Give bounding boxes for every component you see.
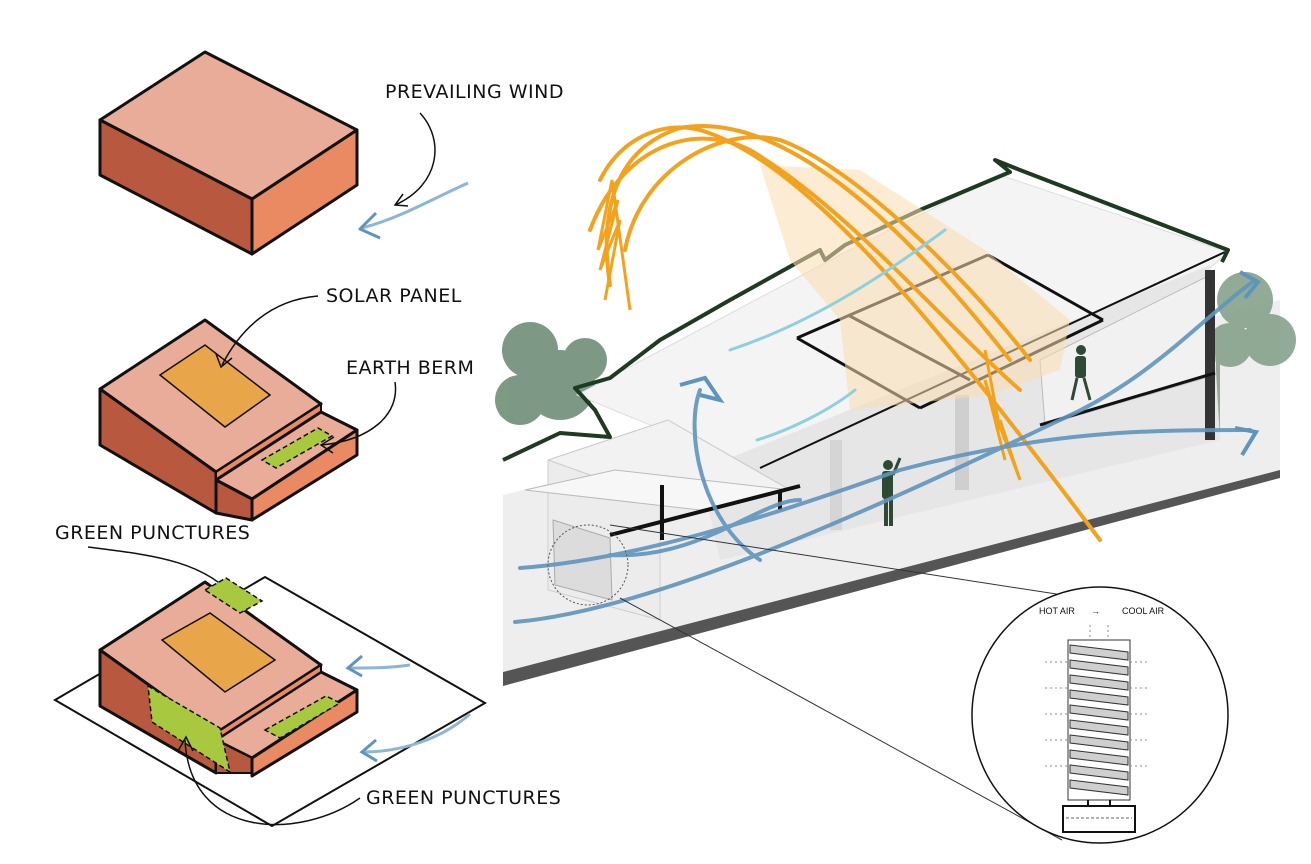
wind-arrow-1-head xyxy=(358,211,381,240)
wind-flow-lines xyxy=(513,278,1257,624)
callout-leader-2 xyxy=(619,597,1063,841)
solar-panel-pointer xyxy=(221,295,319,366)
solar-panel-label: SOLAR PANEL xyxy=(326,285,462,307)
callout-leader-1 xyxy=(609,524,1083,599)
column-1 xyxy=(830,440,842,530)
massing-step-3-full xyxy=(53,575,488,828)
column-2 xyxy=(955,395,969,490)
tree-right xyxy=(1208,272,1296,430)
prevailing-wind-label: PREVAILING WIND xyxy=(385,81,564,103)
wind-flow-head-right-upper xyxy=(1239,270,1262,300)
wind-arrow-2-head xyxy=(345,654,363,678)
earth-berm-label: EARTH BERM xyxy=(346,357,474,379)
water-tank xyxy=(1062,805,1136,833)
green-punctures-bottom-pointer xyxy=(184,739,361,826)
sun-path-arcs xyxy=(588,124,1102,542)
berm-green-rect-3 xyxy=(263,695,342,739)
person-ground-floor xyxy=(882,457,902,526)
cool-air-label: COOL AIR xyxy=(1122,606,1165,616)
front-canopy-edge xyxy=(609,484,801,537)
column-3 xyxy=(1205,270,1215,440)
louver-stack xyxy=(1067,639,1131,801)
wall-green-puncture xyxy=(147,684,232,774)
wind-flow-light xyxy=(728,228,947,442)
wind-flow-head-right-lower xyxy=(1234,426,1260,457)
box1-right-face xyxy=(250,128,359,256)
sun-path-scribble-left xyxy=(596,179,632,311)
massing-step-2-solar-berm xyxy=(98,318,359,522)
earth-berm-pointer-head xyxy=(319,436,335,454)
airflow-dashes xyxy=(1045,625,1150,767)
solar-panel-rect-3 xyxy=(160,612,277,693)
hot-air-label: HOT AIR xyxy=(1039,606,1075,616)
wind-arrow-3 xyxy=(362,712,471,754)
wind-arrow-1 xyxy=(361,181,469,230)
tree-left xyxy=(495,322,607,425)
wind-arrow-3-head xyxy=(359,738,378,763)
evaporative-cooling-detail: HOT AIR → COOL AIR xyxy=(971,586,1229,844)
prevailing-wind-pointer xyxy=(394,112,436,206)
solar-panel-rect-2 xyxy=(158,344,272,428)
roof-green-puncture xyxy=(203,577,264,614)
earth-berm-pointer xyxy=(321,381,397,446)
prevailing-wind-pointer-head xyxy=(393,193,409,207)
green-punctures-bottom-label: GREEN PUNCTURES xyxy=(366,787,561,809)
massing-step-1-box xyxy=(98,50,359,256)
earth-berm-rect-2 xyxy=(260,427,334,469)
box2-lower-right xyxy=(250,428,359,522)
solar-panel-pointer-head xyxy=(215,353,233,369)
sun-path-scribble-right xyxy=(983,349,1022,481)
detail-arrow: → xyxy=(1091,606,1100,616)
person-upper-floor xyxy=(1070,345,1092,401)
green-punctures-bottom-pointer-head xyxy=(177,735,194,752)
jali-callout-circle xyxy=(547,524,629,606)
wind-arrow-2 xyxy=(349,663,411,670)
wind-flow-head-top xyxy=(679,375,725,404)
green-punctures-top-label: GREEN PUNCTURES xyxy=(55,522,250,544)
